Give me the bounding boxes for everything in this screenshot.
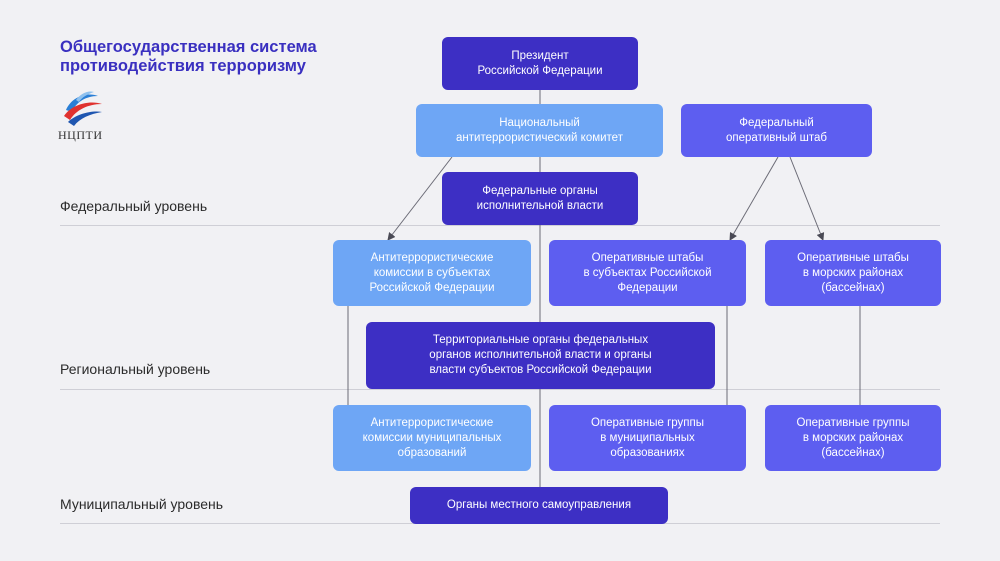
box-operational-hq-sea: Оперативные штабы в морских районах (бас… [765,240,941,306]
level-label-federal: Федеральный уровень [60,198,208,214]
box-antiterror-commissions-subjects: Антитеррористические комиссии в субъекта… [333,240,531,306]
box-federal-operational-hq: Федеральный оперативный штаб [681,104,872,157]
box-national-antiterror-committee: Национальный антитеррористический комите… [416,104,663,157]
box-president: Президент Российской Федерации [442,37,638,90]
box-operational-groups-municipal: Оперативные группы в муниципальных образ… [549,405,746,471]
level-label-municipal: Муниципальный уровень [60,496,224,512]
box-antiterror-commissions-municipal: Антитеррористические комиссии муниципаль… [333,405,531,471]
box-operational-hq-subjects: Оперативные штабы в субъектах Российской… [549,240,746,306]
box-federal-executive-bodies: Федеральные органы исполнительной власти [442,172,638,225]
level-divider-regional [60,389,940,390]
logo: НЦПТИ [58,88,108,148]
logo-text: НЦПТИ [58,128,103,142]
level-label-regional: Региональный уровень [60,361,211,377]
box-local-self-government: Органы местного самоуправления [410,487,668,524]
page-title: Общегосударственная система противодейст… [60,38,317,75]
box-operational-groups-sea: Оперативные группы в морских районах (ба… [765,405,941,471]
nctpti-logo-icon [64,91,102,126]
box-territorial-bodies: Территориальные органы федеральных орган… [366,322,715,389]
level-divider-federal [60,225,940,226]
